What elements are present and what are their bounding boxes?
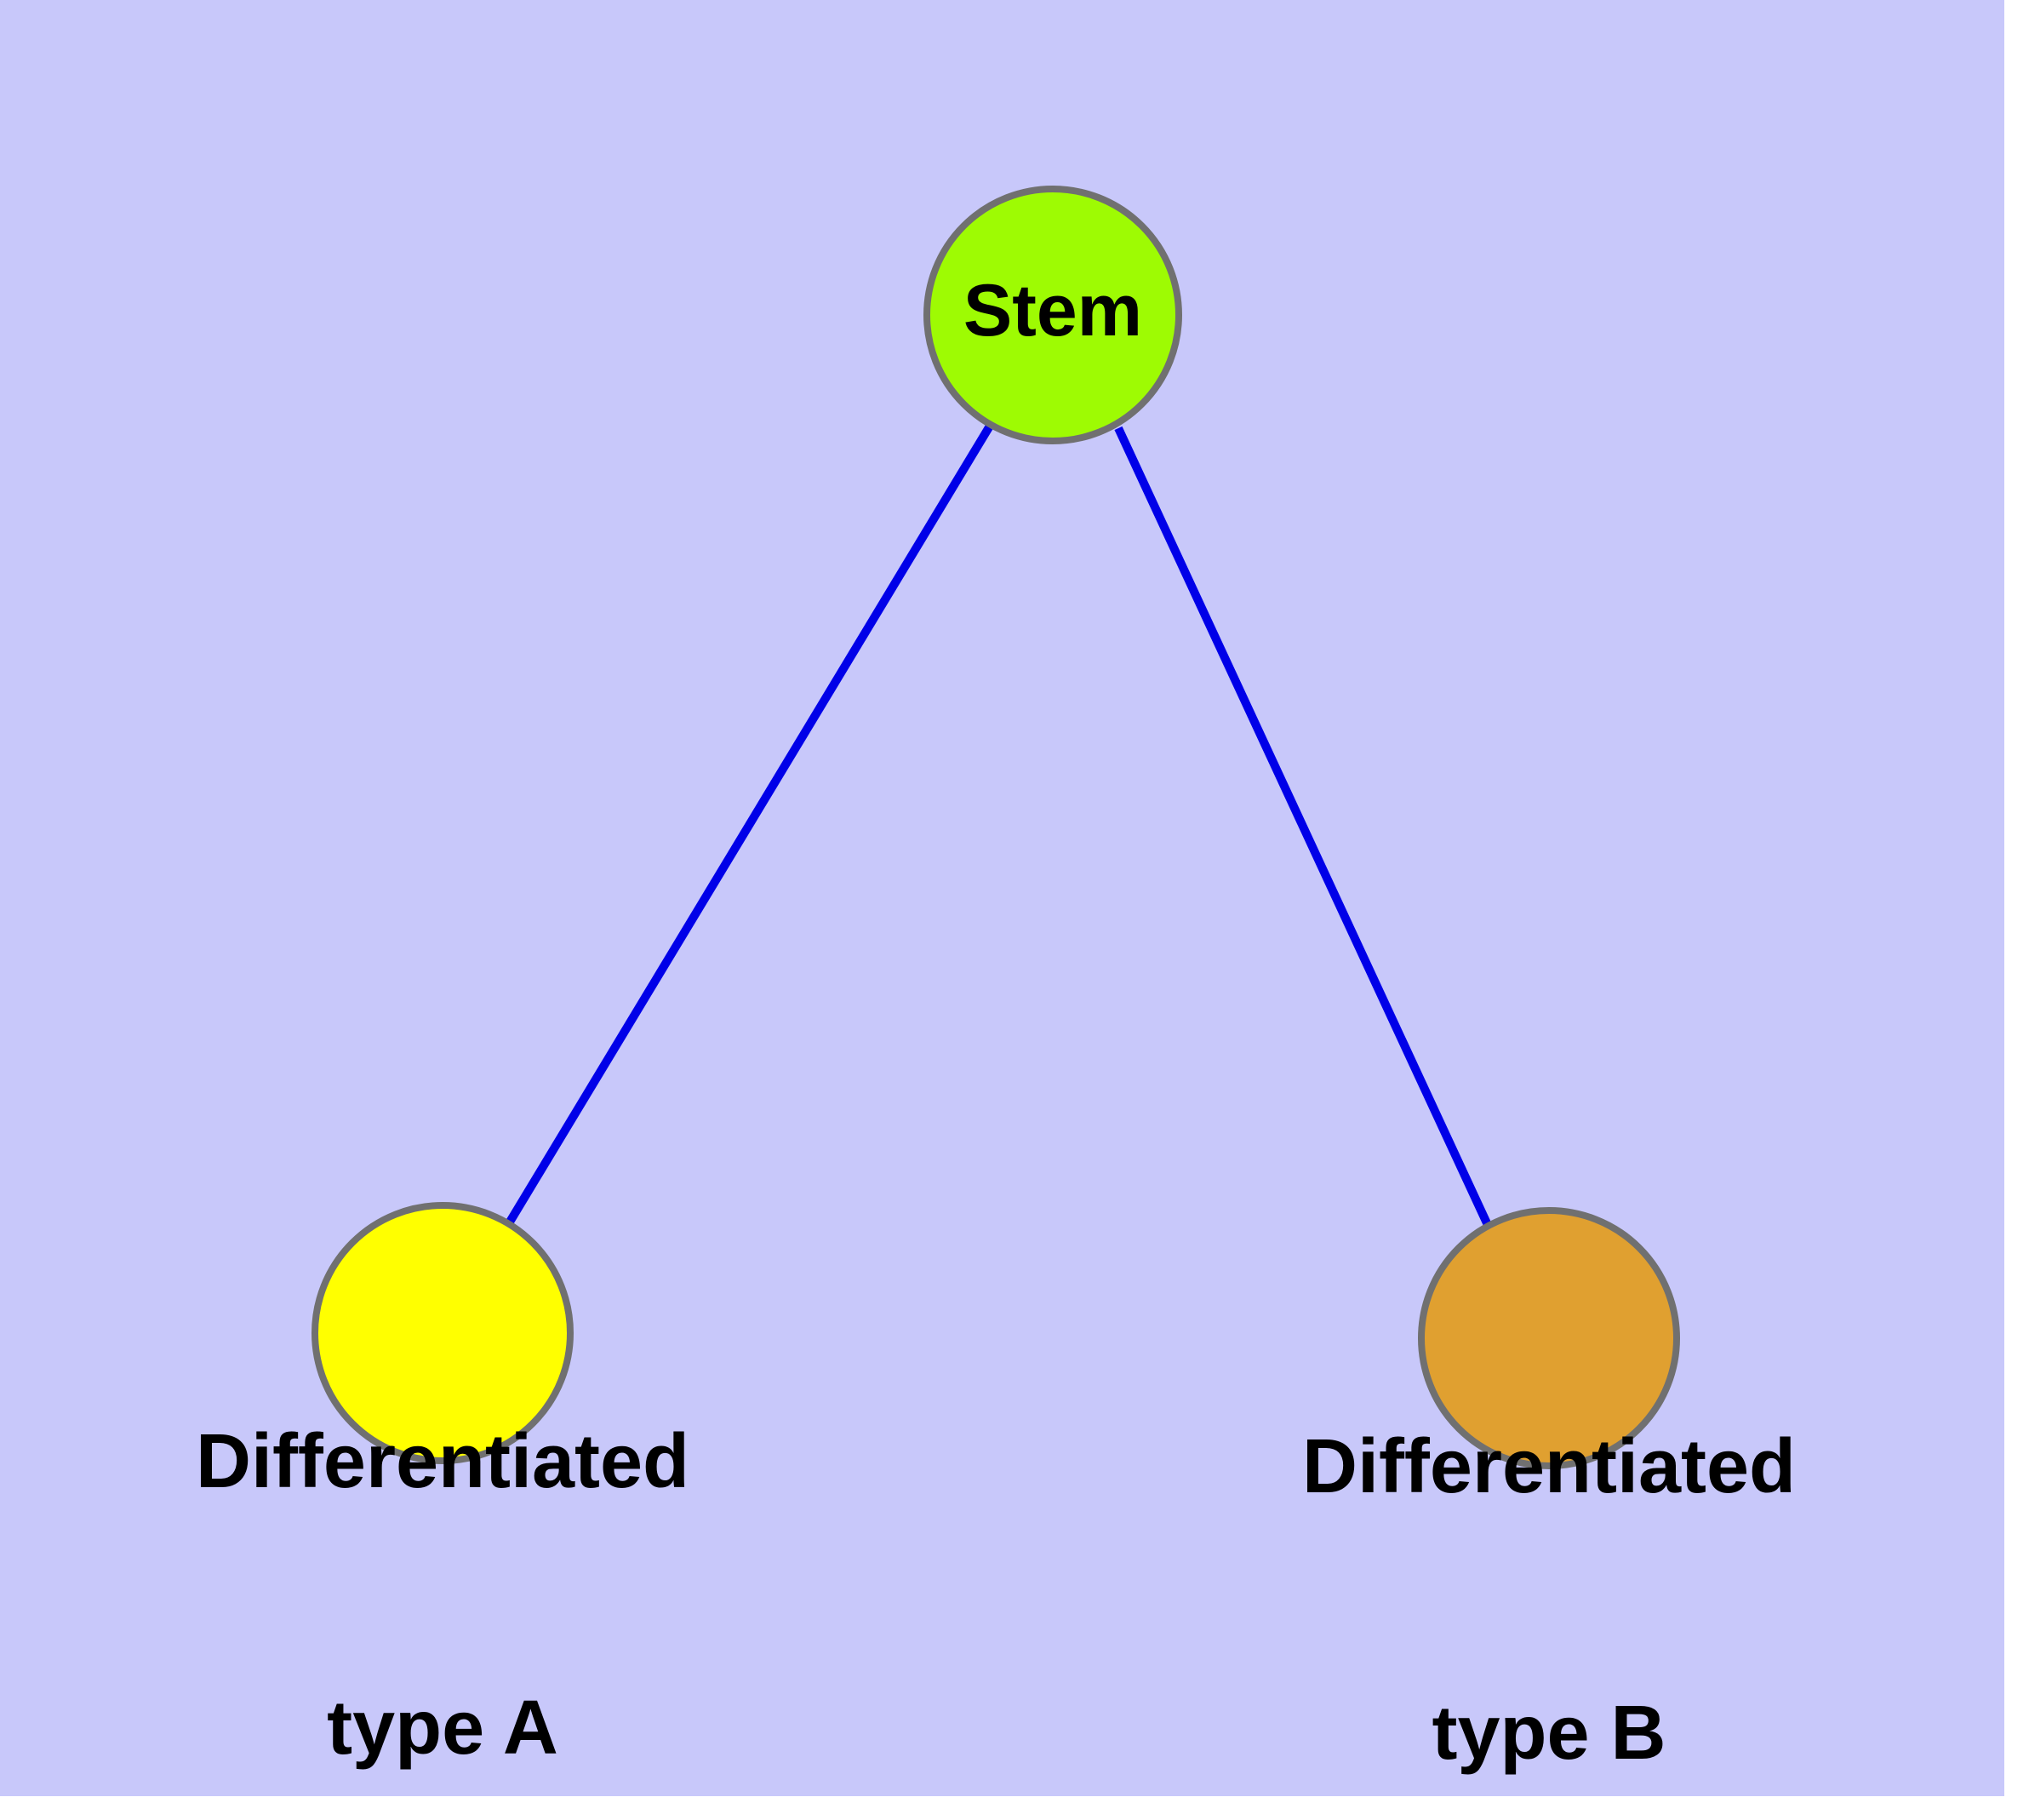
edge-layer (505, 425, 1492, 1228)
node-differentiated-type-a[interactable] (311, 1202, 574, 1464)
node-layer (311, 186, 1680, 1469)
node-differentiated-type-b[interactable] (1418, 1207, 1680, 1469)
edge-stem-to-differentiated-type-a (505, 425, 993, 1226)
node-stem[interactable] (923, 186, 1182, 444)
edge-stem-to-differentiated-type-b (1114, 426, 1492, 1228)
